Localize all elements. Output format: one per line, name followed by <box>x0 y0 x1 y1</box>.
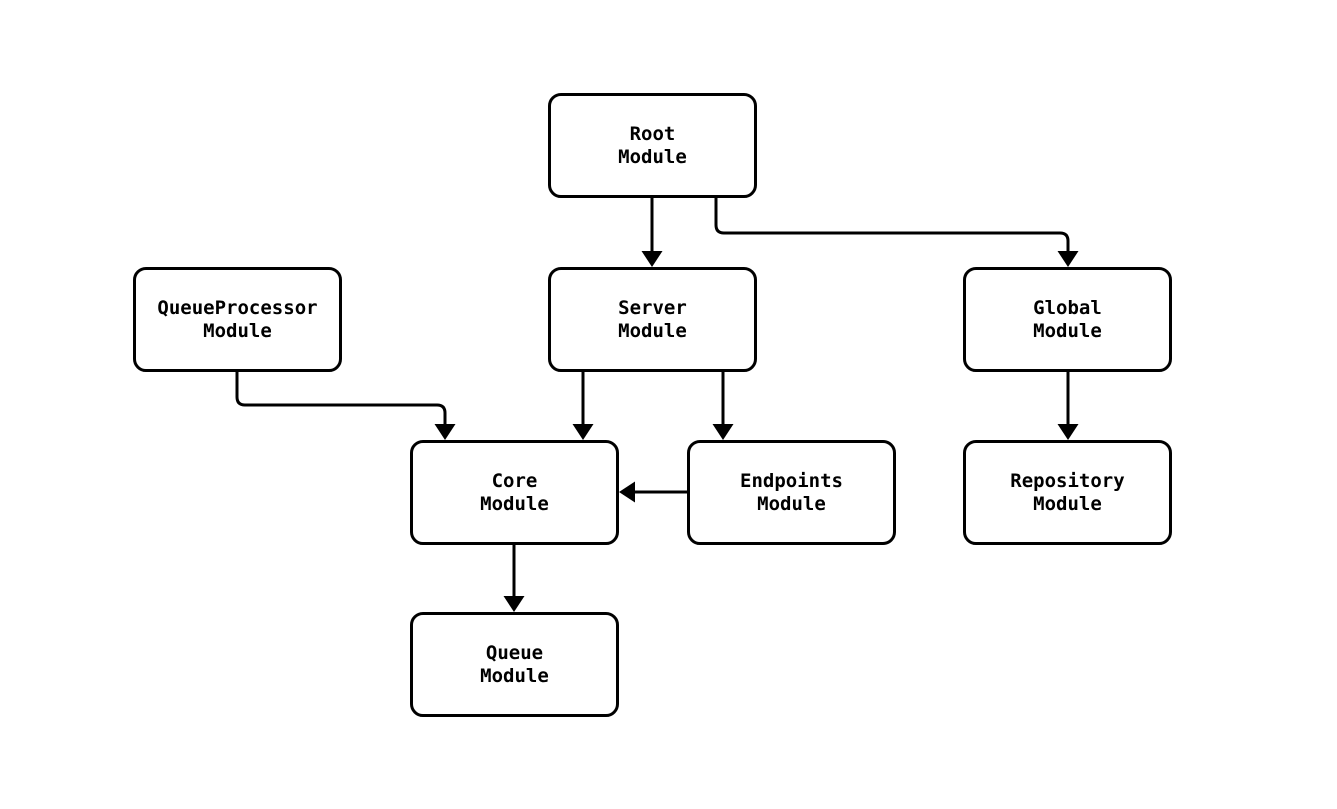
node-label-line: Module <box>618 319 687 342</box>
node-label-line: QueueProcessor <box>157 296 318 319</box>
node-label-line: Endpoints <box>740 469 843 492</box>
node-label-line: Queue <box>485 641 544 664</box>
node-label-line: Module <box>757 492 826 515</box>
arrowhead-global-to-repository <box>1057 424 1079 440</box>
arrowhead-core-to-queue <box>503 596 525 612</box>
edge-root-to-server <box>641 198 663 267</box>
node-label-line: Module <box>1033 319 1102 342</box>
edge-server-to-endpoints <box>712 372 734 440</box>
node-label-line: Root <box>629 122 676 145</box>
node-label-line: Module <box>1033 492 1102 515</box>
node-label-line: Module <box>203 319 272 342</box>
edge-global-to-repository <box>1057 372 1079 440</box>
node-label-line: Global <box>1033 296 1102 319</box>
arrowhead-queueprocessor-to-core <box>434 424 456 440</box>
edge-root-to-global <box>714 198 1079 267</box>
node-label-line: Core <box>491 469 538 492</box>
node-label-line: Module <box>618 145 687 168</box>
edge-core-to-queue <box>503 545 525 612</box>
arrowhead-root-to-server <box>641 251 663 267</box>
node-label-line: Module <box>480 492 549 515</box>
node-label-line: Server <box>618 296 687 319</box>
arrowhead-endpoints-to-core <box>619 481 635 503</box>
edge-queueprocessor-to-core <box>235 372 456 440</box>
edge-endpoints-to-core <box>619 481 687 503</box>
arrowhead-server-to-core <box>572 424 594 440</box>
edge-server-to-core <box>572 372 594 440</box>
arrowhead-root-to-global <box>1057 251 1079 267</box>
node-label-line: Module <box>480 664 549 687</box>
arrowhead-server-to-endpoints <box>712 424 734 440</box>
node-label-line: Repository <box>1010 469 1125 492</box>
